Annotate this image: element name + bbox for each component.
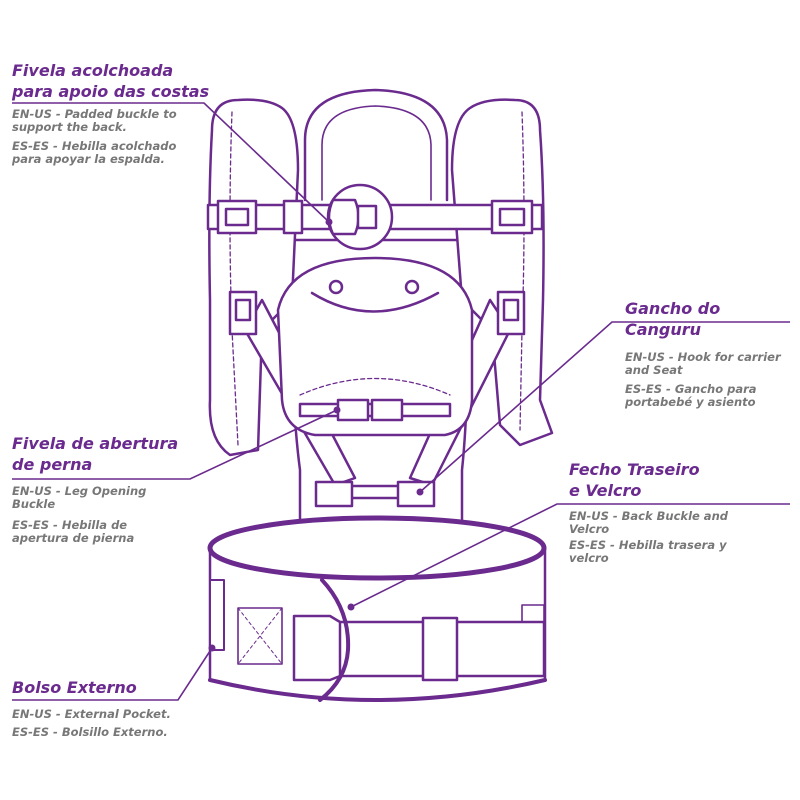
leg-buckle-1 [336, 398, 370, 422]
dot-leg-buckle [333, 406, 341, 414]
callout-title: Fivela de abertura de perna [12, 434, 179, 474]
leader-pocket [12, 647, 213, 701]
callout-desc-en: EN-US - Padded buckle to support the bac… [12, 107, 177, 134]
lower-left-buckle [314, 480, 354, 508]
eye-right [404, 279, 420, 295]
dot-hook [416, 488, 424, 496]
head-support [303, 88, 449, 202]
leader-lines [12, 102, 790, 701]
callout-desc-en: EN-US - External Pocket. [12, 707, 171, 721]
callout-desc-es: ES-ES - Hebilla acolchado para apoyar la… [12, 139, 177, 166]
chest-right-slider-inner [498, 207, 526, 227]
head-support-inner [321, 105, 432, 201]
callout-back-buckle: Fecho Traseiro e Velcro EN-US - Back Buc… [569, 459, 789, 565]
waist-belt-top [207, 515, 547, 581]
back-velcro-cross [237, 607, 283, 665]
seat-stitch [299, 377, 451, 396]
lower-right-buckle [396, 480, 436, 508]
chest-left-loop [282, 199, 304, 235]
callout-desc-en: EN-US - Back Buckle and Velcro [569, 509, 728, 536]
leader-hook [419, 321, 790, 493]
callout-desc-es: ES-ES - Gancho para portabebé y asiento [625, 382, 757, 409]
seat-hood [276, 256, 474, 437]
callout-pocket: Bolso Externo EN-US - External Pocket. E… [12, 677, 202, 739]
right-shoulder-hook-inner [502, 298, 520, 322]
right-shoulder-pad [450, 98, 554, 447]
callout-title: Bolso Externo [12, 678, 137, 697]
callout-padded-buckle: Fivela acolchoada para apoio das costas … [12, 60, 242, 166]
chest-left-slider-inner [224, 207, 250, 227]
left-shoulder-hook-inner [234, 298, 252, 322]
back-buckle [292, 614, 342, 682]
leg-buckle-2 [370, 398, 404, 422]
callout-hook: Gancho do Canguru EN-US - Hook for carri… [625, 298, 800, 409]
dot-padded-buckle [325, 218, 333, 226]
leader-dots [208, 218, 424, 652]
padded-buckle-male [327, 198, 360, 236]
back-buckle-loop [421, 616, 459, 682]
callout-desc-es: ES-ES - Hebilla trasera y velcro [569, 538, 727, 565]
dot-pocket [208, 644, 216, 652]
belt-opening [318, 578, 351, 702]
waist-belt-seam [208, 678, 547, 702]
leader-back-buckle [350, 503, 790, 608]
callout-title: Gancho do Canguru [625, 299, 721, 339]
carrier-illustration [206, 88, 554, 702]
callout-desc-es: ES-ES - Hebilla de apertura de pierna [12, 518, 135, 545]
smile [310, 291, 440, 313]
callout-desc-es: ES-ES - Bolsillo Externo. [12, 725, 168, 739]
dot-back-buckle [347, 603, 355, 611]
callout-title: Fecho Traseiro e Velcro [569, 460, 700, 500]
leader-leg-buckle [12, 409, 338, 480]
leader-padded-buckle [12, 102, 330, 223]
callout-leg-buckle: Fivela de abertura de perna EN-US - Leg … [12, 433, 202, 545]
callout-desc-en: EN-US - Hook for carrier and Seat [625, 350, 781, 377]
left-shoulder-pad [208, 98, 300, 457]
callout-desc-en: EN-US - Leg Opening Buckle [12, 484, 147, 511]
eye-left [328, 279, 344, 295]
lower-strap [348, 484, 404, 500]
callout-title: Fivela acolchoada para apoio das costas [12, 61, 210, 101]
external-pocket [209, 579, 225, 651]
padded-buckle-female [356, 204, 378, 230]
